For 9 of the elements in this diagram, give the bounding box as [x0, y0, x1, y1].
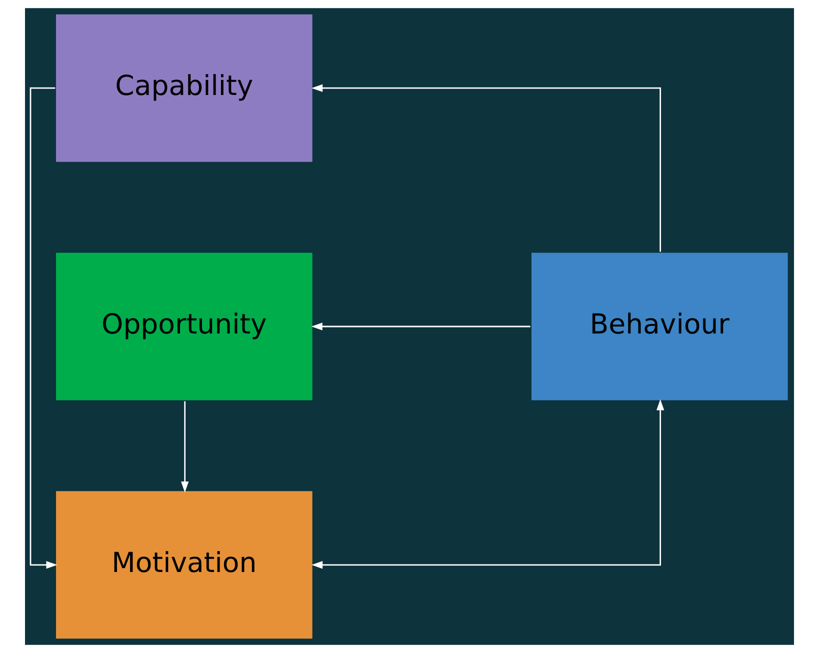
arrow [311, 399, 664, 569]
arrow [29, 87, 57, 569]
arrow [310, 322, 530, 330]
node-box: Capability [54, 12, 314, 164]
node-box: Behaviour [530, 251, 789, 402]
arrow [180, 401, 188, 492]
node-box: Motivation [54, 490, 314, 640]
node-box: Opportunity [54, 251, 314, 402]
arrow [311, 84, 661, 252]
